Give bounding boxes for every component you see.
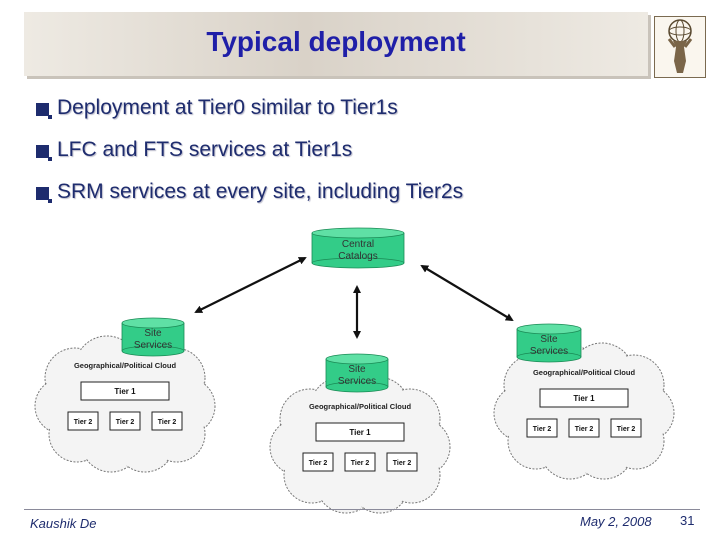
footer-date: May 2, 2008 — [580, 514, 652, 529]
tier2-label: Tier 2 — [533, 426, 552, 433]
footer-divider — [24, 509, 700, 510]
cylinder-label-line: Central — [342, 239, 374, 250]
atlas-logo — [654, 16, 706, 78]
bullet-marker-icon — [36, 187, 52, 203]
tier1-box — [80, 381, 170, 401]
tier1-label: Tier 1 — [349, 428, 371, 437]
title-bar: Typical deployment — [24, 12, 648, 76]
cylinder-label-line: Site — [540, 334, 558, 345]
bullet-text: Deployment at Tier0 similar to Tier1s — [57, 96, 398, 119]
tier2-box — [302, 452, 334, 472]
bullet-marker-icon — [36, 145, 52, 161]
tier2-box — [526, 418, 558, 438]
bullet-list: Deployment at Tier0 similar to Tier1s LF… — [36, 96, 463, 222]
tier2-label: Tier 2 — [351, 460, 370, 467]
bullet-item: SRM services at every site, including Ti… — [36, 180, 463, 222]
tier2-label: Tier 2 — [575, 426, 594, 433]
cylinder-label-line: Catalogs — [338, 251, 377, 262]
bullet-marker-icon — [36, 103, 52, 119]
tier2-box — [568, 418, 600, 438]
tier2-box — [610, 418, 642, 438]
bullet-text: SRM services at every site, including Ti… — [57, 180, 464, 203]
cylinder-label-line: Services — [530, 346, 568, 357]
cylinder-label-line: Site — [348, 364, 366, 375]
tier2-label: Tier 2 — [74, 419, 93, 426]
tier2-box — [344, 452, 376, 472]
arrow-central-right — [420, 264, 514, 322]
footer-author: Kaushik De — [30, 516, 97, 531]
page-number: 31 — [680, 513, 695, 528]
cloud-label: Geographical/Political Cloud — [533, 368, 636, 377]
tier1-label: Tier 1 — [114, 387, 136, 396]
cloud-label: Geographical/Political Cloud — [309, 402, 412, 411]
tier2-label: Tier 2 — [309, 460, 328, 467]
cylinder-label-line: Services — [134, 340, 172, 351]
bullet-item: LFC and FTS services at Tier1s — [36, 138, 463, 180]
arrow-central-left — [194, 257, 307, 313]
tier2-box — [151, 411, 183, 431]
slide-title: Typical deployment — [206, 26, 466, 57]
tier1-box — [539, 388, 629, 408]
tier2-label: Tier 2 — [116, 419, 135, 426]
tier2-label: Tier 2 — [617, 426, 636, 433]
cylinder-label-line: Site — [144, 328, 162, 339]
tier2-box — [109, 411, 141, 431]
tier2-label: Tier 2 — [158, 419, 177, 426]
tier1-box — [315, 422, 405, 442]
cylinder-label-line: Services — [338, 376, 376, 387]
cloud-label: Geographical/Political Cloud — [74, 361, 177, 370]
bullet-text: LFC and FTS services at Tier1s — [57, 138, 353, 161]
bullet-item: Deployment at Tier0 similar to Tier1s — [36, 96, 463, 138]
tier2-box — [386, 452, 418, 472]
tier2-label: Tier 2 — [393, 460, 412, 467]
tier1-label: Tier 1 — [573, 394, 595, 403]
tier2-box — [67, 411, 99, 431]
